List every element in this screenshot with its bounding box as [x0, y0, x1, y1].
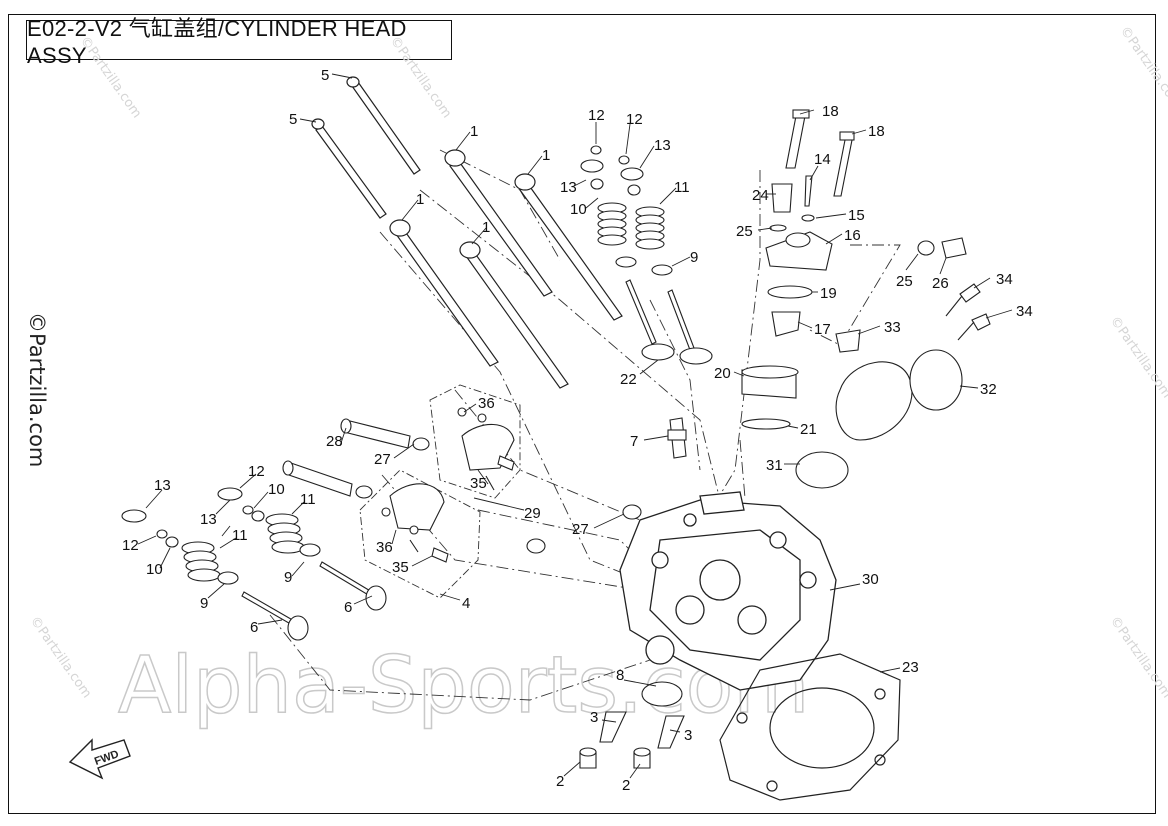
callout-label: 20	[714, 365, 731, 382]
callout-label: 1	[470, 123, 478, 140]
callout-label: 1	[482, 219, 490, 236]
callout-label: 25	[736, 223, 753, 240]
studs-and-nuts	[579, 711, 685, 769]
callout-label: 36	[478, 395, 495, 412]
diagram-title: E02-2-V2 气缸盖组/CYLINDER HEAD ASSY	[27, 16, 407, 68]
valve-spring	[265, 513, 305, 554]
callout-label: 17	[814, 321, 831, 338]
callout-label: 35	[470, 475, 487, 492]
callout-label: 19	[820, 285, 837, 302]
callout-label: 7	[630, 433, 638, 450]
callout-label: 13	[154, 477, 171, 494]
callout-label: 4	[462, 595, 470, 612]
callout-label: 23	[902, 659, 919, 676]
callout-label: 34	[996, 271, 1013, 288]
callout-label: 35	[392, 559, 409, 576]
callout-label: 10	[268, 481, 285, 498]
callout-label: 29	[524, 505, 541, 522]
corner-watermarks: ©Partzilla.com ©Partzilla.com ©Partzilla…	[27, 24, 1168, 701]
callout-label: 27	[572, 521, 589, 538]
fwd-arrow-icon: FWD	[68, 738, 131, 780]
callout-label: 10	[570, 201, 587, 218]
bolt-head	[311, 118, 325, 130]
valve-spring	[635, 206, 665, 250]
corner-watermark: ©Partzilla.com	[387, 34, 454, 121]
callout-label: 10	[146, 561, 163, 578]
callout-label: 1	[542, 147, 550, 164]
callout-label: 18	[822, 103, 839, 120]
callout-label: 13	[560, 179, 577, 196]
assembly-guide-lines	[269, 149, 901, 701]
callout-label: 6	[344, 599, 352, 616]
thermostat-assembly	[741, 109, 855, 430]
callout-label: 26	[932, 275, 949, 292]
title-box: E02-2-V2 气缸盖组/CYLINDER HEAD ASSY	[26, 16, 452, 68]
callout-label: 3	[684, 727, 692, 744]
callout-label: 2	[556, 773, 564, 790]
rocker-arms	[282, 407, 515, 563]
callout-label: 36	[376, 539, 393, 556]
callout-label: 9	[284, 569, 292, 586]
spark-plug	[667, 417, 687, 459]
callout-label: 33	[884, 319, 901, 336]
cylinder-head	[619, 491, 837, 691]
callout-label: 13	[654, 137, 671, 154]
valve-spring	[597, 202, 627, 246]
callout-label: 15	[848, 207, 865, 224]
callout-label: 14	[814, 151, 831, 168]
rocker-group-outline	[359, 384, 521, 599]
callout-label: 18	[868, 123, 885, 140]
callout-label: 12	[122, 537, 139, 554]
callout-label: 12	[588, 107, 605, 124]
callout-label: 5	[321, 67, 329, 84]
head-gasket	[719, 653, 901, 801]
callout-label: 1	[416, 191, 424, 208]
exhaust-valve-train	[121, 487, 387, 641]
bolt-head	[346, 76, 360, 88]
callout-label: 34	[1016, 303, 1033, 320]
leader-lines	[137, 73, 1013, 779]
valve-spring	[181, 541, 221, 582]
callout-label: 21	[800, 421, 817, 438]
callout-label: 12	[248, 463, 265, 480]
callout-label: 16	[844, 227, 861, 244]
callout-label: 9	[690, 249, 698, 266]
callout-label: 11	[300, 491, 316, 508]
corner-watermark: ©Partzilla.com	[1107, 614, 1168, 701]
callout-label: 8	[616, 667, 624, 684]
callout-label: 31	[766, 457, 783, 474]
callout-label: 11	[674, 179, 690, 196]
cylinder-head-bolts-long	[311, 76, 421, 219]
callout-labels: 5 5 1 1 1 1 12 12 13 13 10 11 9 22 18 18…	[122, 67, 1033, 794]
callout-label: 13	[200, 511, 217, 528]
callout-label: 32	[980, 381, 997, 398]
corner-watermark: ©Partzilla.com	[1117, 24, 1168, 111]
callout-label: 25	[896, 273, 913, 290]
cylinder-head-bolts	[389, 149, 623, 389]
diagram-frame	[8, 14, 1156, 814]
callout-label: 6	[250, 619, 258, 636]
callout-label: 24	[752, 187, 769, 204]
callout-label: 30	[862, 571, 879, 588]
corner-watermark: ©Partzilla.com	[77, 34, 144, 121]
callout-label: 27	[374, 451, 391, 468]
callout-label: 28	[326, 433, 343, 450]
callout-label: 11	[232, 527, 248, 544]
seal-rings	[526, 504, 683, 707]
water-outlet-assembly	[795, 237, 991, 489]
callout-label: 22	[620, 371, 637, 388]
callout-label: 2	[622, 777, 630, 794]
corner-watermark: ©Partzilla.com	[1107, 314, 1168, 401]
callout-label: 3	[590, 709, 598, 726]
callout-label: 12	[626, 111, 643, 128]
corner-watermark: ©Partzilla.com	[27, 614, 94, 701]
side-copyright: ©Partzilla.com	[25, 312, 49, 467]
callout-label: 9	[200, 595, 208, 612]
callout-label: 5	[289, 111, 297, 128]
